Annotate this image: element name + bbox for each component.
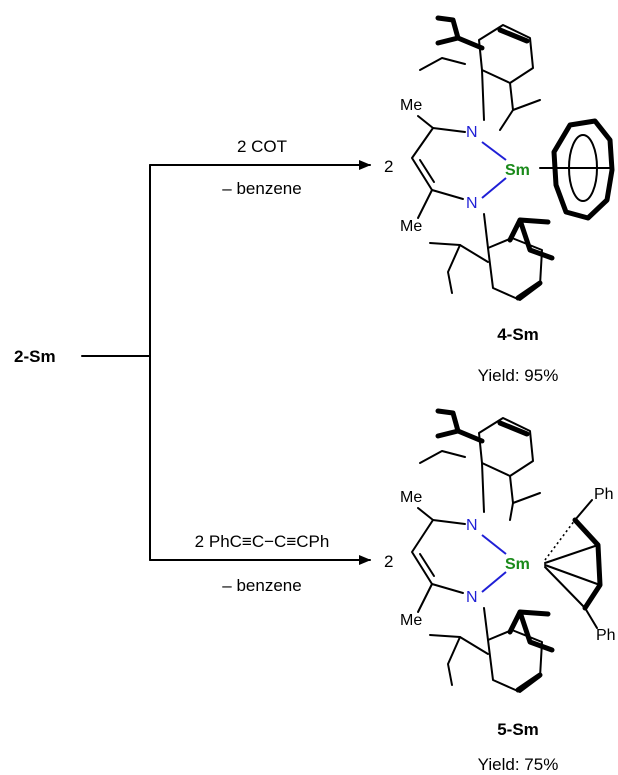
enediyne-ligand <box>544 499 603 629</box>
top-reagent: 2 COT <box>237 137 287 156</box>
samarium-4sm: Sm <box>505 162 530 179</box>
phenyl-top: Ph <box>594 486 614 503</box>
bottom-product-label: 5-Sm <box>497 720 539 739</box>
methyl-top-5sm: Me <box>400 489 422 506</box>
nitrogen-lower-5sm: N <box>466 589 478 606</box>
branch-arrows <box>81 160 371 565</box>
top-coefficient: 2 <box>384 157 393 176</box>
top-product-label: 4-Sm <box>497 325 539 344</box>
product-5-sm-structure: 2 Me Me N N Sm Ph <box>384 408 616 693</box>
aryl-ring-lower <box>487 237 543 301</box>
methyl-bottom-5sm: Me <box>400 612 422 629</box>
samarium-5sm: Sm <box>505 556 530 573</box>
bottom-byproduct: – benzene <box>222 576 301 595</box>
methyl-bottom: Me <box>400 218 422 235</box>
cot-ring <box>551 118 615 221</box>
top-yield: Yield: 95% <box>478 366 559 385</box>
methyl-top: Me <box>400 97 422 114</box>
nitrogen-lower: N <box>466 195 478 212</box>
phenyl-bottom: Ph <box>596 627 616 644</box>
nitrogen-upper: N <box>466 124 478 141</box>
bottom-reagent: 2 PhC≡C−C≡CPh <box>195 532 330 551</box>
top-byproduct: – benzene <box>222 179 301 198</box>
bottom-coefficient: 2 <box>384 552 393 571</box>
bottom-yield: Yield: 75% <box>478 755 559 774</box>
nitrogen-upper-5sm: N <box>466 517 478 534</box>
aryl-ring-lower-5sm <box>487 629 543 693</box>
product-4-sm-structure: 2 Me Me N N Sm <box>384 15 615 301</box>
reactant-label: 2-Sm <box>14 347 56 366</box>
